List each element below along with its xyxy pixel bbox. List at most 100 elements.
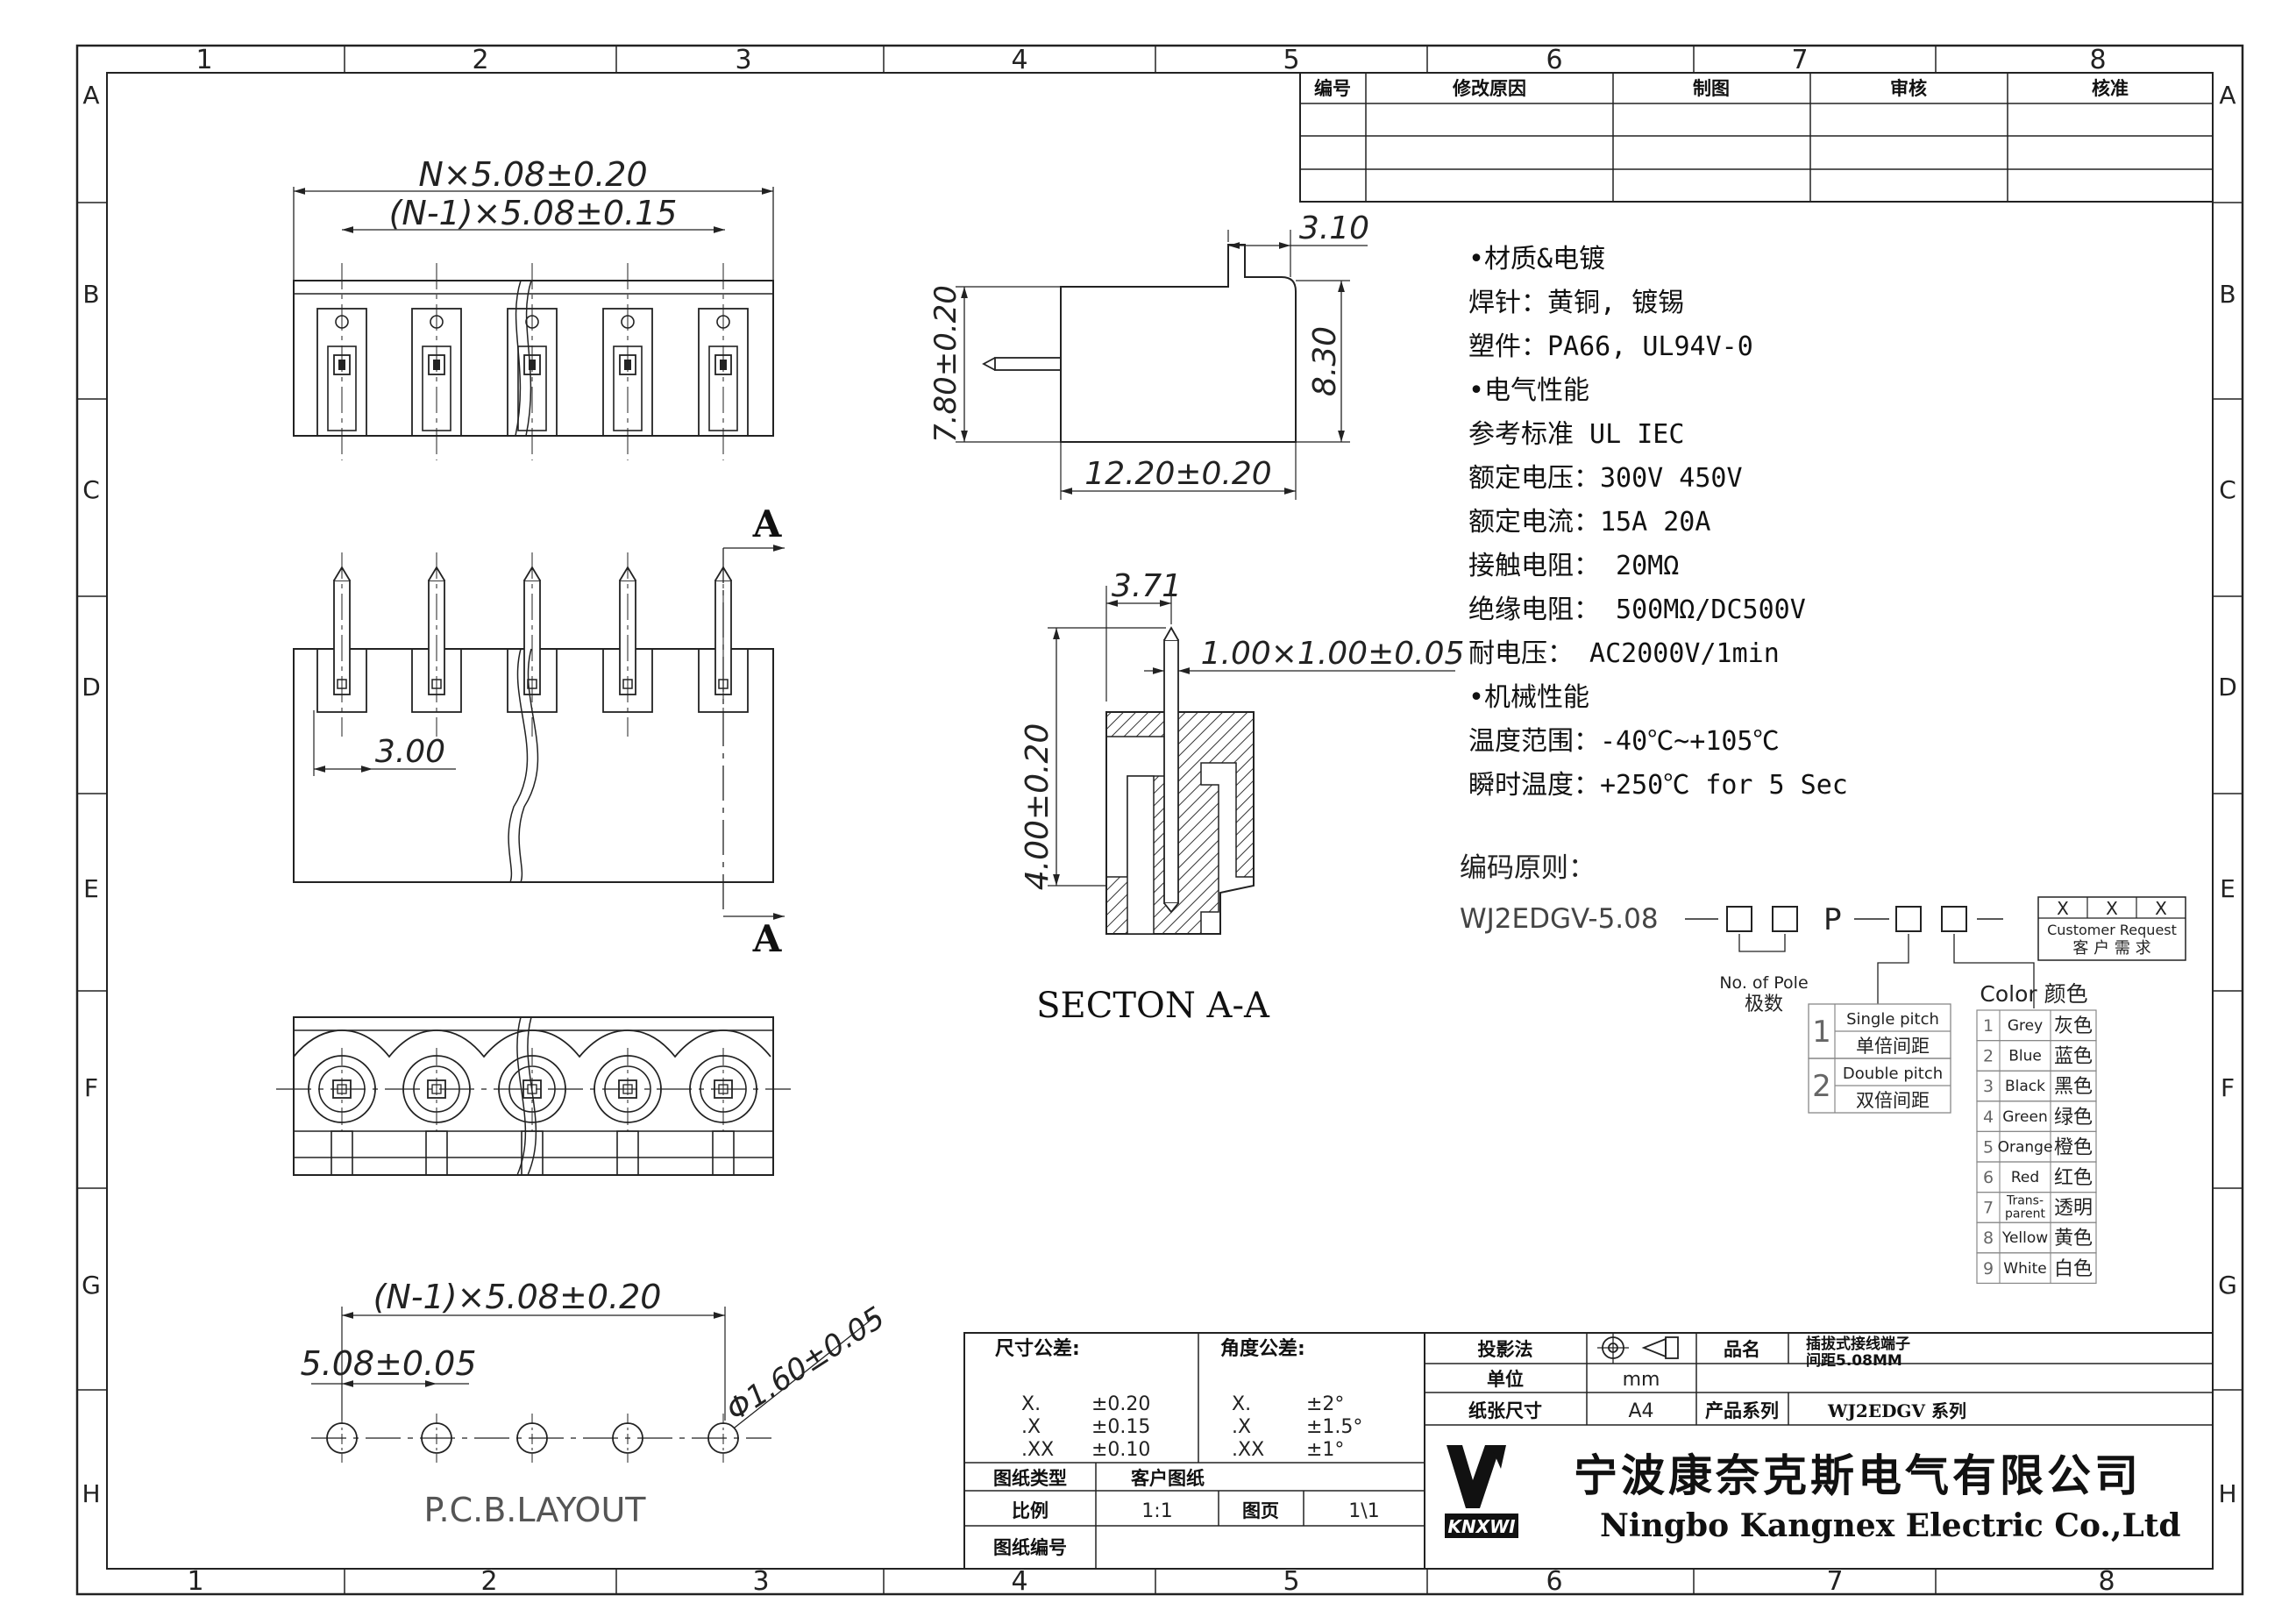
- color-number: 8: [1983, 1229, 1994, 1248]
- pin-view: A A 3.00: [293, 502, 785, 960]
- customer-request-cn: 客 户 需 求: [2072, 939, 2150, 958]
- grid-col-label: 1: [187, 1566, 203, 1597]
- pitch-option-cn: 双倍间距: [1856, 1090, 1930, 1111]
- grid-col-label: 5: [1283, 45, 1299, 75]
- color-number: 4: [1983, 1108, 1994, 1127]
- dim-side-left: 7.80±0.20: [928, 285, 963, 443]
- dim-pcb-span: (N-1)×5.08±0.20: [373, 1278, 662, 1316]
- rev-header-no: 编号: [1314, 78, 1351, 99]
- dim-tol-key: .X: [1021, 1416, 1041, 1438]
- grid-row-label: H: [2218, 1479, 2236, 1508]
- grid-col-label: 3: [735, 45, 751, 75]
- company-name-en: Ningbo Kangnex Electric Co.,Ltd: [1600, 1507, 2181, 1544]
- rev-header-checked: 审核: [1890, 78, 1927, 99]
- ang-tol-key: .XX: [1232, 1439, 1264, 1461]
- pcb-hole: [516, 1414, 548, 1463]
- grid-row-label: B: [2219, 280, 2236, 309]
- revision-table: 编号 修改原因 制图 审核 核准: [1299, 72, 2214, 203]
- color-name-cn: 白色: [2054, 1258, 2093, 1280]
- grid-row-label: F: [84, 1073, 98, 1102]
- ang-tol-value: ±1°: [1306, 1439, 1344, 1461]
- section-mark-top: A: [752, 502, 783, 545]
- unit-label: 单位: [1487, 1369, 1524, 1390]
- color-number: 3: [1983, 1077, 1994, 1096]
- drawing-no-label: 图纸编号: [993, 1537, 1067, 1558]
- spec-line: 绝缘电阻： 500MΩ/DC500V: [1468, 595, 1806, 625]
- spec-line: 额定电压：300V 450V: [1468, 463, 1743, 494]
- company-logo: KNXWI: [1445, 1445, 1518, 1538]
- series-label: 产品系列: [1705, 1400, 1779, 1421]
- page-label: 图页: [1242, 1500, 1279, 1521]
- spec-line: 额定电流：15A 20A: [1468, 507, 1710, 538]
- spec-line: •材质&电镀: [1468, 244, 1605, 274]
- grid-row-label: B: [82, 280, 99, 309]
- section-label: SECTON A-A: [1036, 986, 1270, 1026]
- grid-row-label: G: [82, 1271, 101, 1300]
- color-name-en: Blue: [2008, 1048, 2042, 1065]
- front-pin-slot: [602, 263, 653, 460]
- customer-x-2: X: [2106, 898, 2118, 919]
- front-pin-slot: [316, 263, 367, 460]
- spec-line: •机械性能: [1468, 682, 1589, 713]
- color-name-en: White: [2003, 1260, 2046, 1278]
- color-name-en: Trans-parent: [2005, 1194, 2045, 1222]
- grid-col-label: 2: [480, 1566, 497, 1597]
- dim-tol-value: ±0.15: [1091, 1416, 1150, 1438]
- color-name-cn: 黑色: [2054, 1076, 2093, 1098]
- ang-tol-key: X.: [1232, 1393, 1251, 1415]
- grid-col-label: 8: [2098, 1566, 2115, 1597]
- grid-col-label: 1: [195, 45, 212, 75]
- grid-row-label: D: [2218, 673, 2237, 702]
- pcb-hole: [421, 1414, 452, 1463]
- coding-p-letter: P: [1823, 902, 1842, 937]
- grid-row-label: A: [82, 81, 99, 110]
- color-name-cn: 灰色: [2054, 1015, 2093, 1037]
- pitch-option-number: 2: [1812, 1069, 1831, 1104]
- product-name-label: 品名: [1724, 1339, 1760, 1360]
- customer-request-en: Customer Request: [2047, 922, 2177, 938]
- bottom-view: [276, 1016, 791, 1176]
- front-pin-slot: [698, 263, 749, 460]
- page-value: 1\1: [1348, 1500, 1379, 1522]
- dim-section-pin: 1.00×1.00±0.05: [1201, 636, 1465, 672]
- pitch-option-number: 1: [1812, 1015, 1831, 1050]
- dim-pcb-hole: Φ1.60±0.05: [720, 1300, 891, 1428]
- front-view: N×5.08±0.20 (N-1)×5.08±0.15: [293, 155, 774, 460]
- grid-row-label: H: [82, 1479, 100, 1508]
- pitch-option-cn: 单倍间距: [1856, 1036, 1930, 1057]
- ang-tol-title: 角度公差:: [1220, 1337, 1305, 1360]
- spec-line: 塑件：PA66, UL94V-0: [1468, 331, 1753, 362]
- color-name-en: Orange: [1998, 1138, 2053, 1156]
- pin-profile: [602, 552, 653, 737]
- grid-col-label: 4: [1011, 45, 1027, 75]
- color-number: 6: [1983, 1168, 1994, 1187]
- dim-pin-pitch: (N-1)×5.08±0.15: [389, 194, 678, 232]
- color-option: 2 Blue 蓝色: [1976, 1039, 2097, 1072]
- dim-pcb-pitch: 5.08±0.05: [300, 1344, 476, 1383]
- color-number: 5: [1983, 1137, 1994, 1157]
- color-name-cn: 红色: [2054, 1167, 2093, 1189]
- color-name-en: Yellow: [2001, 1229, 2048, 1247]
- ang-tol-value: ±1.5°: [1306, 1416, 1362, 1438]
- dim-side-height: 8.30: [1307, 326, 1343, 396]
- side-view: 3.10 8.30 7.80±0.20 12.20±0.20: [928, 210, 1369, 500]
- pin-profile: [316, 552, 367, 737]
- wire-entry: [308, 1048, 376, 1176]
- pole-label-cn: 极数: [1745, 994, 1783, 1015]
- color-name-cn: 蓝色: [2054, 1046, 2093, 1068]
- grid-row-label: C: [2219, 475, 2236, 504]
- grid-col-label: 8: [2089, 45, 2106, 75]
- color-name-cn: 透明: [2054, 1198, 2093, 1220]
- color-number: 2: [1983, 1047, 1994, 1066]
- color-name-en: Black: [2005, 1078, 2045, 1095]
